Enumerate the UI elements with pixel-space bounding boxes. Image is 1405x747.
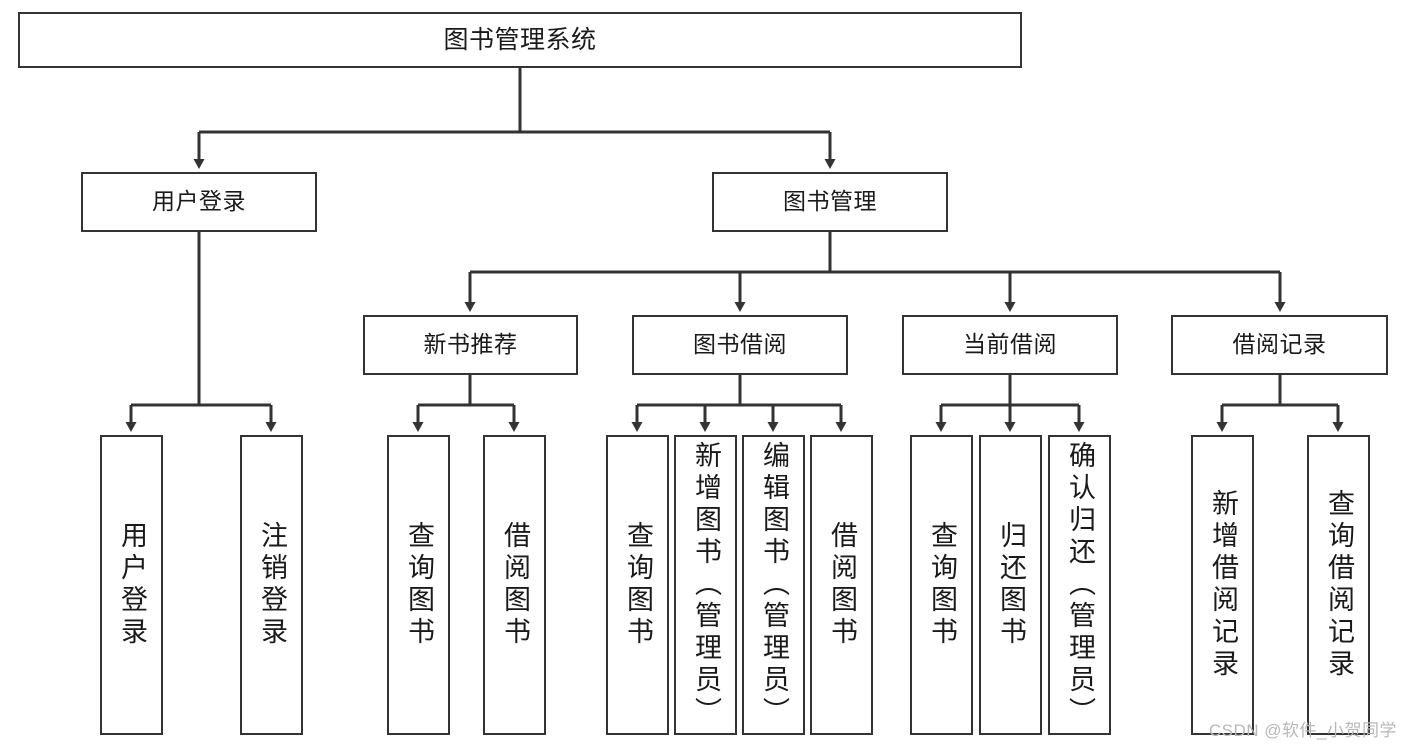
node-leaf-borrow-book-1[interactable]: 借阅图书: [483, 435, 546, 735]
node-book-management[interactable]: 图书管理: [712, 172, 948, 232]
node-leaf-query-book-2[interactable]: 查询图书: [606, 435, 669, 735]
node-label: 新书推荐: [423, 331, 518, 358]
node-leaf-query-book-3[interactable]: 查询图书: [910, 435, 973, 735]
node-label: 借阅记录: [1232, 331, 1327, 358]
node-leaf-query-borrow-record[interactable]: 查询借阅记录: [1307, 435, 1370, 735]
node-label: 查询借阅记录: [1324, 489, 1354, 681]
node-label: 编辑图书（管理员）: [759, 441, 789, 729]
node-label: 当前借阅: [963, 331, 1057, 358]
node-root-system[interactable]: 图书管理系统: [18, 12, 1022, 68]
node-new-book-recommend[interactable]: 新书推荐: [363, 315, 578, 375]
node-label: 图书管理: [783, 188, 877, 215]
node-label: 新增借阅记录: [1208, 489, 1238, 681]
node-label: 借阅图书: [500, 521, 530, 649]
node-leaf-user-login[interactable]: 用户登录: [100, 435, 163, 735]
node-label: 查询图书: [623, 521, 653, 649]
node-label: 新增图书（管理员）: [691, 441, 721, 729]
node-label: 查询图书: [927, 521, 957, 649]
node-book-borrow[interactable]: 图书借阅: [632, 315, 848, 375]
node-label: 图书管理系统: [443, 26, 597, 54]
node-user-login[interactable]: 用户登录: [81, 172, 317, 232]
node-label: 确认归还（管理员）: [1065, 441, 1095, 729]
node-label: 借阅图书: [827, 521, 857, 649]
node-label: 用户登录: [152, 188, 246, 215]
node-leaf-add-book-admin[interactable]: 新增图书（管理员）: [674, 435, 737, 735]
csdn-watermark: CSDN @软件_小贺同学: [1208, 721, 1397, 740]
node-label: 图书借阅: [693, 331, 787, 358]
node-leaf-logout-login[interactable]: 注销登录: [240, 435, 303, 735]
node-label: 归还图书: [996, 521, 1026, 649]
node-label: 查询图书: [404, 521, 434, 649]
node-leaf-query-book-1[interactable]: 查询图书: [387, 435, 450, 735]
node-leaf-return-book[interactable]: 归还图书: [979, 435, 1042, 735]
node-borrow-record[interactable]: 借阅记录: [1171, 315, 1388, 375]
node-label: 注销登录: [257, 521, 287, 649]
node-leaf-add-borrow-record[interactable]: 新增借阅记录: [1191, 435, 1254, 735]
node-leaf-borrow-book-2[interactable]: 借阅图书: [810, 435, 873, 735]
node-leaf-confirm-return-admin[interactable]: 确认归还（管理员）: [1048, 435, 1111, 735]
node-label: 用户登录: [117, 521, 147, 649]
node-current-borrow[interactable]: 当前借阅: [902, 315, 1118, 375]
node-leaf-edit-book-admin[interactable]: 编辑图书（管理员）: [742, 435, 805, 735]
